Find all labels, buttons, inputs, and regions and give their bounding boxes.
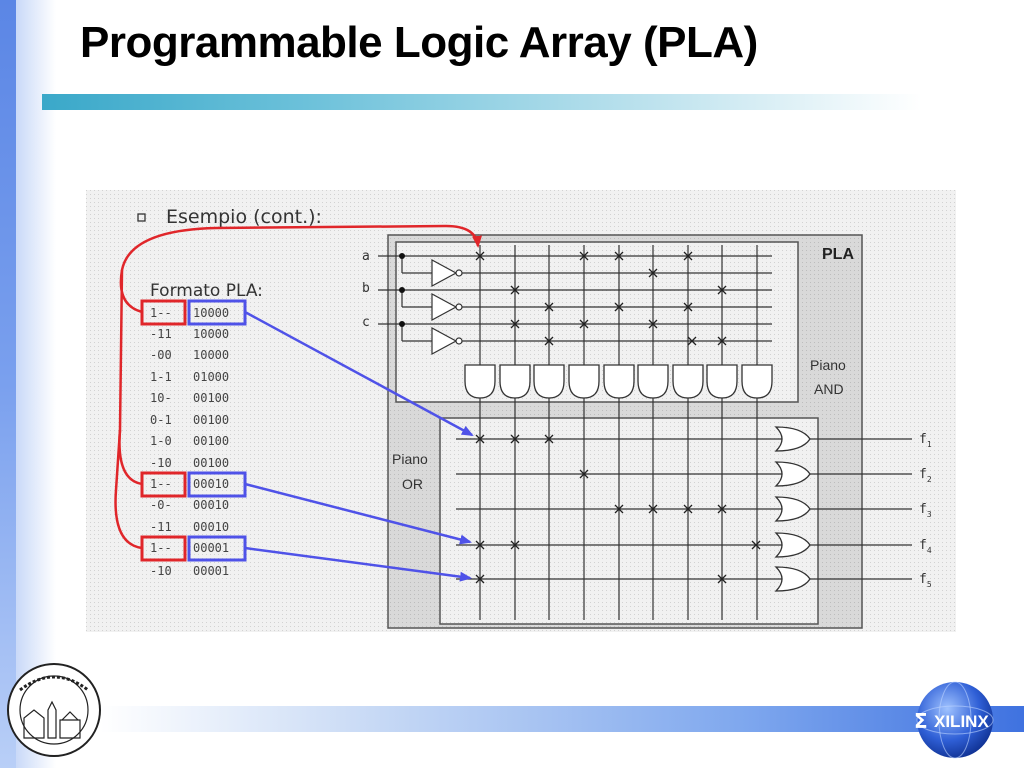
inverter-gates: [431, 258, 463, 356]
row-input: 1-1: [150, 370, 172, 384]
xilinx-logo: Σ XILINX: [900, 680, 1010, 760]
globe-icon: Σ XILINX: [914, 681, 994, 759]
and-plane-label-1: Piano: [810, 357, 846, 373]
row-output: 00010: [193, 498, 229, 512]
blue-arrow-row-12: [244, 546, 472, 582]
blue-arrow-row-1: [244, 310, 474, 437]
or-gates: [774, 426, 811, 592]
highlight-input-row-1: [140, 299, 187, 326]
row-input: 1--: [150, 477, 172, 491]
output-labels: f1 f2 f3 f4 f5: [919, 432, 932, 589]
row-output: 10000: [193, 327, 229, 341]
input-label-a: a: [362, 249, 370, 264]
xilinx-mark: Σ: [914, 709, 928, 733]
and-plane-label-2: AND: [814, 381, 844, 397]
pla-label: PLA: [822, 246, 854, 263]
or-plane-crosspoints: [475, 434, 761, 584]
row-input: 1-0: [150, 434, 172, 448]
row-output: 10000: [193, 348, 229, 362]
red-connector-row-12: [114, 429, 143, 550]
row-output: 00100: [193, 391, 229, 405]
or-plane-label-1: Piano: [392, 451, 428, 467]
junction-dots: [399, 253, 405, 327]
row-input: 0-1: [150, 413, 172, 427]
xilinx-wordmark: XILINX: [934, 712, 989, 731]
output-label-f2: f2: [919, 467, 932, 484]
pla-diagram: Esempio (cont.): Formato PLA: 1-- 10000 …: [86, 190, 956, 632]
output-label-f3: f3: [919, 502, 932, 519]
format-heading: Formato PLA:: [150, 281, 263, 301]
left-accent-fade: [16, 0, 56, 768]
input-wiring: [378, 255, 772, 342]
row-output: 00010: [193, 520, 229, 534]
row-input: -11: [150, 327, 172, 341]
slide-title: Programmable Logic Array (PLA): [80, 18, 758, 67]
row-output: 00100: [193, 434, 229, 448]
input-label-c: c: [362, 315, 370, 330]
row-output: 10000: [193, 306, 229, 320]
university-seal-icon: [7, 663, 101, 757]
row-input: -0-: [150, 498, 172, 512]
or-plane-label-2: OR: [402, 476, 423, 492]
left-accent-bar: [0, 0, 16, 768]
highlight-input-row-9: [140, 471, 187, 498]
bullet-heading: Esempio (cont.):: [166, 206, 322, 228]
footer-band: [100, 706, 1024, 732]
highlight-input-row-12: [140, 535, 187, 562]
row-output: 01000: [193, 370, 229, 384]
input-label-b: b: [362, 281, 370, 296]
row-input: 1--: [150, 541, 172, 555]
row-output: 00010: [193, 477, 229, 491]
blue-arrow-row-9: [244, 482, 472, 545]
and-plane-crosspoints: [475, 251, 727, 346]
row-input: 10-: [150, 391, 172, 405]
output-label-f4: f4: [919, 538, 932, 555]
row-input: -10: [150, 456, 172, 470]
or-plane-lines: [456, 438, 784, 580]
output-wires: [810, 438, 912, 580]
row-input: -10: [150, 564, 172, 578]
and-gates: [464, 364, 773, 399]
title-underline: [42, 94, 922, 110]
or-plane-box: [439, 417, 819, 625]
row-output: 00001: [193, 564, 229, 578]
pla-table: 1-- 10000 -11 10000 -00 10000 1-1 01000 …: [150, 306, 229, 578]
output-label-f5: f5: [919, 572, 932, 589]
output-label-f1: f1: [919, 432, 932, 449]
row-input: -00: [150, 348, 172, 362]
row-output: 00100: [193, 456, 229, 470]
row-output: 00001: [193, 541, 229, 555]
row-input: -11: [150, 520, 172, 534]
row-input: 1--: [150, 306, 172, 320]
row-output: 00100: [193, 413, 229, 427]
bullet-square: [137, 213, 146, 222]
